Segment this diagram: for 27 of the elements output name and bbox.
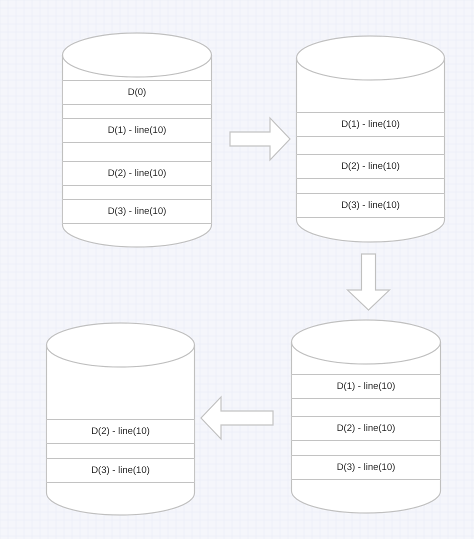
row-label: D(1) - line(10) <box>336 381 396 392</box>
row-label: D(2) - line(10) <box>91 426 150 437</box>
row-label: D(2) - line(10) <box>108 168 166 179</box>
record-row <box>291 374 441 399</box>
record-row <box>296 112 445 137</box>
record-row <box>46 458 195 483</box>
row-label: D(3) - line(10) <box>108 206 166 217</box>
row-label: D(0) <box>128 87 146 98</box>
record-row <box>296 154 445 179</box>
block-arrow <box>229 116 291 162</box>
row-label: D(3) - line(10) <box>341 200 400 211</box>
row-label: D(3) - line(10) <box>91 465 150 476</box>
record-row <box>296 193 445 218</box>
row-label: D(2) - line(10) <box>336 423 396 434</box>
record-row <box>62 199 212 224</box>
record-row <box>62 118 212 143</box>
row-label: D(1) - line(10) <box>341 119 400 130</box>
row-label: D(3) - line(10) <box>336 462 396 473</box>
row-label: D(1) - line(10) <box>108 125 166 136</box>
record-row <box>62 80 212 105</box>
row-label: D(2) - line(10) <box>341 161 400 172</box>
record-row <box>291 455 441 480</box>
record-row <box>46 419 195 444</box>
block-arrow <box>346 253 391 311</box>
record-row <box>62 161 212 186</box>
record-row <box>291 416 441 441</box>
block-arrow <box>200 396 274 440</box>
